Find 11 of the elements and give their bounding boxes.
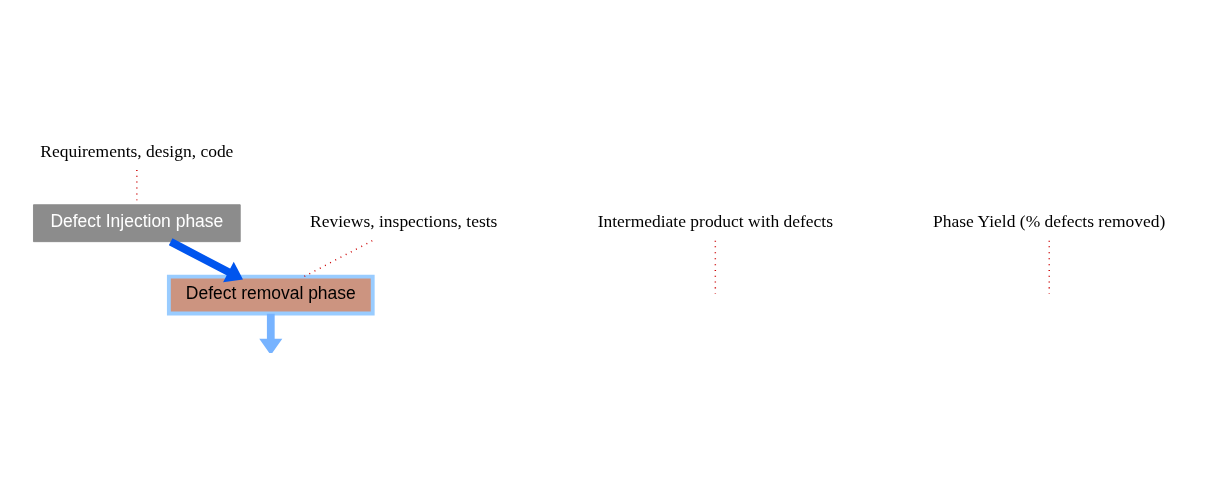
node-box: Defect removal phase: [166, 274, 375, 316]
connector: [303, 240, 373, 278]
node-text: Intermediate product with defects: [597, 211, 833, 232]
node-text: Requirements, design, code: [40, 140, 234, 161]
connector: [714, 240, 717, 295]
node-text: Phase Yield (% defects removed): [933, 211, 1166, 232]
node-text: Reviews, inspections, tests: [310, 211, 498, 232]
arrow: [259, 313, 283, 353]
connector: [1048, 240, 1050, 295]
arrow: [168, 238, 243, 283]
node-box: Defect Injection phase: [33, 204, 241, 243]
